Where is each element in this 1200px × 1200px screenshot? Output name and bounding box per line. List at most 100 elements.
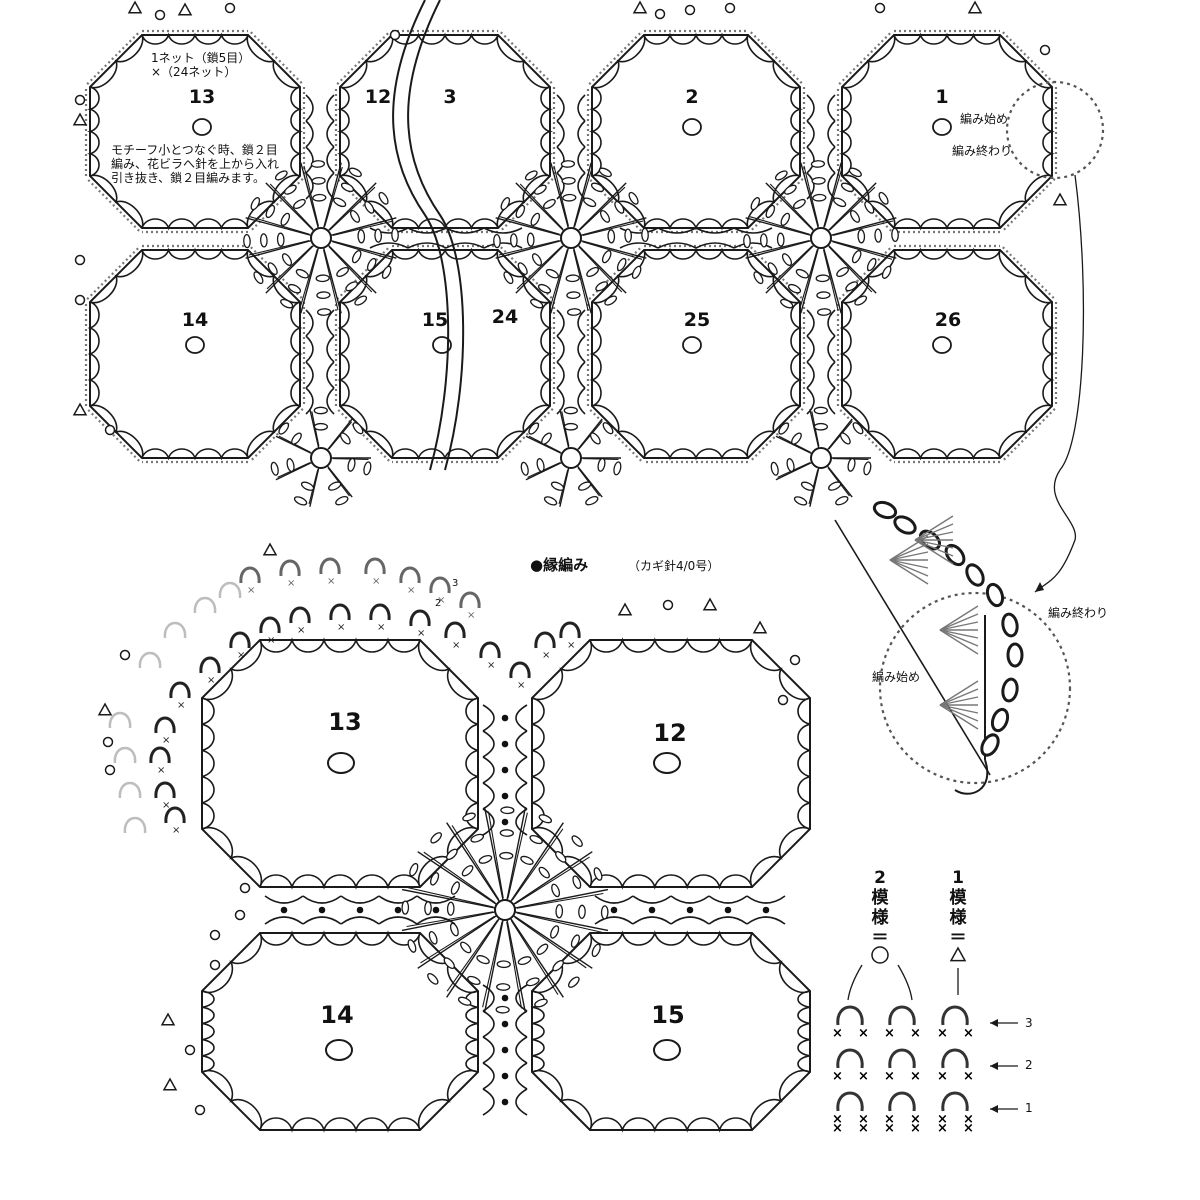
start-end-dotted-circle <box>1005 80 1105 180</box>
motif-number-2: 2 <box>685 86 699 108</box>
circle-pattern-mark <box>874 2 886 14</box>
chain-stitch-oval <box>363 461 372 476</box>
chain-stitch-oval <box>340 182 355 193</box>
treble-stitch-spoke <box>504 806 527 911</box>
ghost-loop <box>138 651 162 669</box>
chain-stitch-oval <box>351 250 362 264</box>
picot-scallop <box>749 932 811 994</box>
single-crochet-x: × <box>487 660 495 671</box>
picot-scallop <box>540 86 553 177</box>
fan-stitch-line <box>939 621 979 631</box>
motif-number-13: 13 <box>188 86 216 108</box>
chain-stitch-oval <box>457 996 472 1006</box>
picot-scallop <box>246 404 301 459</box>
picot-scallop <box>589 874 753 890</box>
single-crochet-x: × <box>162 800 170 811</box>
chain-stitch-oval <box>849 210 861 223</box>
slip-stitch-dot <box>762 906 770 914</box>
chain-stitch-oval <box>409 862 419 877</box>
picot-scallop <box>339 249 394 304</box>
circle-pattern-mark <box>684 4 696 16</box>
dotted-chain-line <box>838 31 892 85</box>
treble-stitch-spoke <box>498 239 560 256</box>
join-chain-arc <box>482 1062 528 1090</box>
chain-stitch-oval <box>536 458 545 473</box>
slip-stitch-dot <box>394 906 402 914</box>
treble-stitch-spoke <box>516 245 563 290</box>
chain-stitch-oval <box>478 854 493 864</box>
motif-number-25: 25 <box>683 309 711 331</box>
magic-ring <box>310 447 332 469</box>
fan-stitch-line <box>914 539 954 549</box>
chain-stitch-oval <box>357 229 366 244</box>
treble-stitch-spoke <box>820 237 842 314</box>
break-line <box>392 0 450 471</box>
motif-octagon <box>841 249 1053 459</box>
chain-stitch-oval <box>813 406 828 415</box>
join-chain-arc <box>556 387 586 415</box>
chain-stitch-oval <box>583 197 597 208</box>
chain-stitch-oval <box>286 458 295 473</box>
chain-stitch-oval <box>528 422 540 435</box>
chain-stitch-oval <box>753 271 764 285</box>
fan-stitch-line <box>939 629 979 647</box>
join-chain-arc <box>482 1010 528 1038</box>
chain-stitch-oval <box>407 939 417 953</box>
chain-stitch-oval <box>783 184 797 195</box>
circle-pattern-mark <box>724 2 736 14</box>
chain-stitch-oval <box>283 184 297 195</box>
double-crochet-loop <box>369 603 391 621</box>
treble-stitch-spoke <box>320 237 397 259</box>
picot-scallop <box>141 247 249 260</box>
slip-stitch-dot <box>280 906 288 914</box>
join-chain-arc <box>806 146 836 174</box>
ghost-loop <box>163 621 187 639</box>
treble-stitch-spoke <box>550 162 572 239</box>
picot-scallop <box>89 174 144 229</box>
chain-stitch-oval <box>811 176 826 185</box>
chain-stitch-oval <box>593 867 603 881</box>
chain-stitch-oval <box>563 406 578 415</box>
chain-stitch-oval <box>381 265 392 279</box>
treble-stitch-spoke <box>549 249 568 310</box>
treble-stitch-spoke <box>249 216 310 235</box>
motif-octagon <box>339 34 551 229</box>
join-chain-arc <box>619 227 659 249</box>
chain-stitch-oval <box>866 257 877 272</box>
picot-scallop <box>417 1069 479 1131</box>
chain-stitch-oval <box>848 167 862 178</box>
join-chain-arc <box>407 227 447 249</box>
picot-scallop <box>746 404 801 459</box>
dotted-chain-line <box>838 246 892 300</box>
picot-scallop <box>201 697 215 830</box>
picot-scallop <box>89 34 144 89</box>
join-chain-arc <box>556 120 586 148</box>
double-crochet-loop <box>479 641 501 659</box>
motif-center-ring <box>192 118 212 136</box>
picot-scallop <box>141 448 249 461</box>
double-crochet-loop <box>459 591 481 609</box>
end-label-top: 編み終わり <box>952 144 1013 158</box>
treble-stitch-spoke <box>507 812 528 899</box>
join-chain-arc <box>733 227 773 249</box>
chain-stitch-oval <box>313 422 329 431</box>
ghost-loop <box>218 581 242 599</box>
fan-stitch-line <box>889 551 929 561</box>
pattern-1-label: 1 模 様 ＝ <box>949 868 967 948</box>
double-crochet-loop <box>409 609 431 627</box>
chain-stitch-oval <box>354 295 368 306</box>
treble-stitch-spoke <box>332 241 393 260</box>
double-crochet-loop <box>259 616 281 634</box>
double-crochet-loop <box>329 603 351 621</box>
fan-stitch-line <box>939 629 979 639</box>
circle-pattern-mark <box>662 599 674 611</box>
chain-stitch-oval <box>836 266 849 278</box>
net-count-note: 1ネット（鎖5目） ×（24ネット） <box>151 51 251 79</box>
slip-stitch-dot <box>501 1072 509 1080</box>
treble-stitch-spoke <box>828 246 873 293</box>
chain-stitch-oval <box>1001 612 1019 638</box>
picot-scallop <box>589 301 602 407</box>
picot-scallop <box>465 990 479 1073</box>
motif-number-12: 12 <box>364 86 392 108</box>
treble-stitch-spoke <box>510 920 559 995</box>
